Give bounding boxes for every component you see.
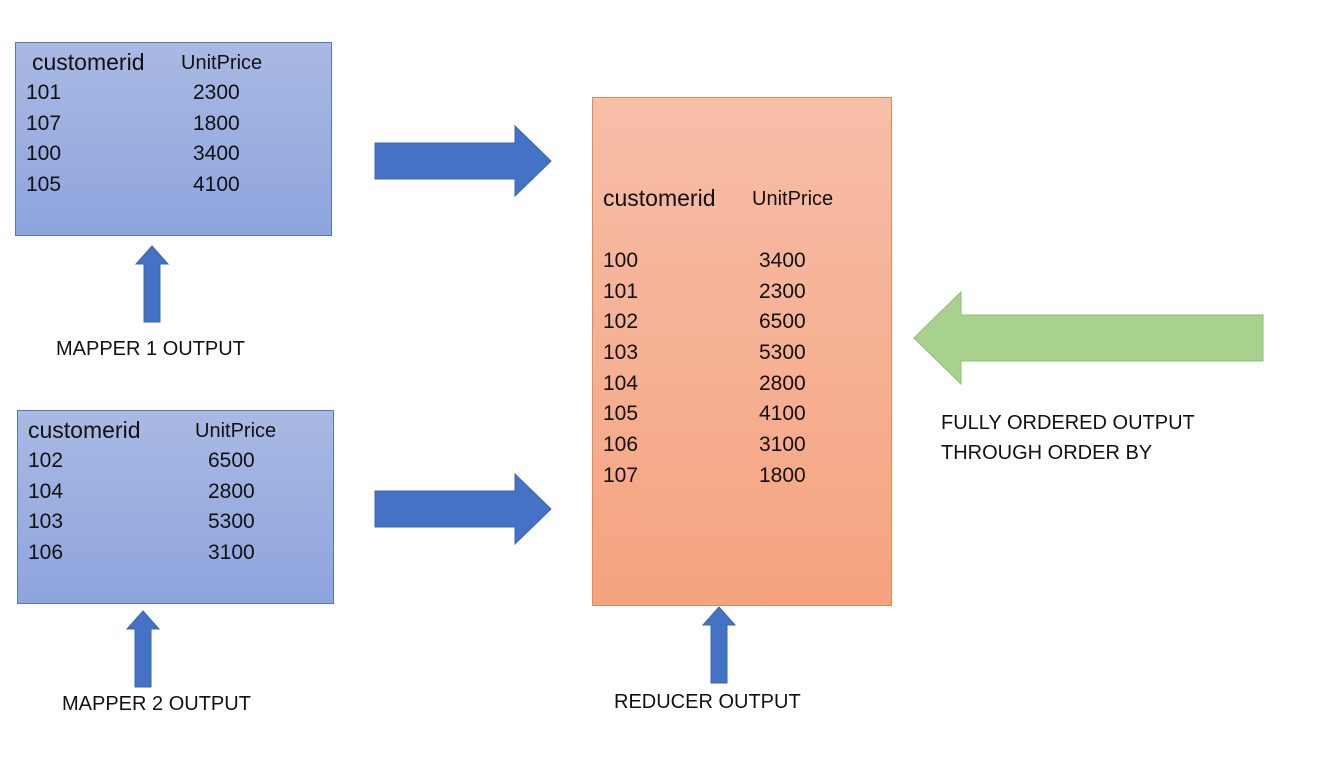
table-row: 102 6500	[28, 446, 318, 477]
row-unitprice: 6500	[759, 310, 806, 334]
row-customerid: 101	[26, 81, 62, 104]
row-unitprice: 5300	[759, 341, 806, 365]
mapper-2-box: customerid UnitPrice 102 6500 104 2800 1…	[17, 410, 334, 604]
mapper-1-to-reducer-arrow-icon	[374, 124, 552, 198]
row-unitprice: 2300	[759, 279, 806, 303]
table-row: 103 5300	[603, 338, 883, 369]
mapper-2-to-reducer-arrow-icon	[374, 472, 552, 546]
row-unitprice: 2800	[759, 371, 806, 395]
row-customerid: 100	[603, 249, 639, 272]
order-by-left-arrow-icon	[913, 290, 1264, 386]
reducer-box: customerid UnitPrice 100 3400 101 2300 1…	[592, 97, 892, 606]
mapper-1-rows: 101 2300 107 1800 100 3400 105 4100	[26, 78, 316, 201]
row-unitprice: 3100	[759, 433, 806, 457]
row-unitprice: 3100	[208, 541, 255, 565]
table-row: 102 6500	[603, 307, 883, 338]
row-unitprice: 6500	[208, 449, 255, 472]
table-row: 103 5300	[28, 507, 318, 538]
mapper-2-header-unitprice: UnitPrice	[195, 420, 277, 442]
row-unitprice: 4100	[193, 173, 240, 197]
row-customerid: 106	[28, 541, 64, 565]
reducer-header-unitprice: UnitPrice	[752, 188, 834, 210]
reducer-header-customerid: customerid	[603, 185, 716, 211]
reducer-up-arrow-icon	[701, 606, 737, 684]
table-row: 101 2300	[26, 78, 316, 109]
row-customerid: 103	[28, 510, 64, 534]
order-by-annotation: FULLY ORDERED OUTPUT THROUGH ORDER BY	[941, 408, 1195, 468]
mapper-1-label: MAPPER 1 OUTPUT	[56, 338, 245, 360]
table-row: 105 4100	[603, 399, 883, 430]
mapper-2-label: MAPPER 2 OUTPUT	[62, 693, 251, 715]
table-row: 104 2800	[603, 369, 883, 400]
row-unitprice: 3400	[193, 142, 240, 166]
row-customerid: 104	[28, 479, 64, 503]
row-unitprice: 5300	[208, 510, 255, 534]
mapper-2-rows: 102 6500 104 2800 103 5300 106 3100	[28, 446, 318, 569]
table-row: 106 3100	[28, 538, 318, 569]
reducer-rows: 100 3400 101 2300 102 6500 103 5300 104 …	[603, 246, 883, 492]
table-row: 100 3400	[26, 139, 316, 170]
mapper-1-up-arrow-icon	[134, 245, 170, 323]
reducer-label: REDUCER OUTPUT	[614, 691, 801, 713]
mapper-2-up-arrow-icon	[125, 610, 161, 688]
row-customerid: 103	[603, 341, 639, 365]
annotation-line-1: FULLY ORDERED OUTPUT	[941, 412, 1195, 434]
row-customerid: 107	[603, 463, 639, 487]
mapper-1-box: customerid UnitPrice 101 2300 107 1800 1…	[15, 42, 332, 236]
table-row: 104 2800	[28, 477, 318, 508]
row-customerid: 105	[603, 402, 639, 426]
row-customerid: 102	[603, 310, 639, 334]
mapper-1-header-customerid: customerid	[32, 49, 145, 75]
row-customerid: 106	[603, 433, 639, 457]
row-unitprice: 3400	[759, 249, 806, 272]
table-row: 106 3100	[603, 430, 883, 461]
row-unitprice: 1800	[193, 111, 240, 135]
row-customerid: 101	[603, 279, 639, 303]
row-customerid: 107	[26, 111, 62, 135]
row-customerid: 100	[26, 142, 62, 166]
row-unitprice: 2800	[208, 479, 255, 503]
table-row: 107 1800	[603, 461, 883, 492]
row-unitprice: 4100	[759, 402, 806, 426]
row-customerid: 104	[603, 371, 639, 395]
row-unitprice: 1800	[759, 463, 806, 487]
table-row: 105 4100	[26, 170, 316, 201]
table-row: 107 1800	[26, 109, 316, 140]
annotation-line-2: THROUGH ORDER BY	[941, 442, 1153, 464]
mapper-2-header-customerid: customerid	[28, 417, 141, 443]
table-row: 101 2300	[603, 277, 883, 308]
row-customerid: 105	[26, 173, 62, 197]
row-unitprice: 2300	[193, 81, 240, 104]
row-customerid: 102	[28, 449, 64, 472]
table-row: 100 3400	[603, 246, 883, 277]
mapper-1-header-unitprice: UnitPrice	[181, 52, 263, 74]
